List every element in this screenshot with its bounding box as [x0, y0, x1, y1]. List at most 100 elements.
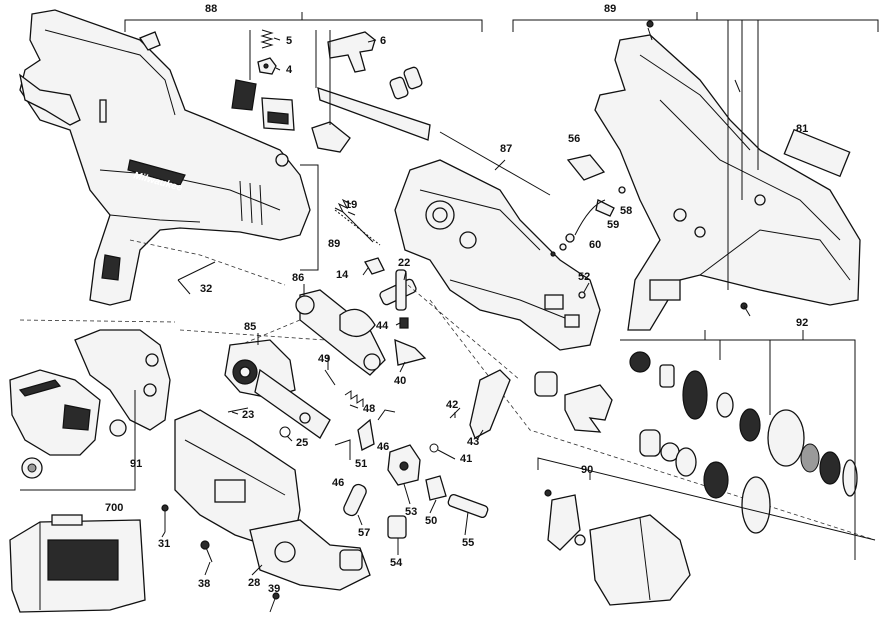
pin-57	[343, 483, 367, 517]
brace-92	[620, 330, 856, 560]
label-4: 4	[286, 64, 293, 76]
carry-case-700	[9, 514, 146, 613]
cap-part	[311, 121, 351, 153]
lever-43	[469, 369, 511, 439]
motor-90	[547, 494, 691, 606]
button-4	[257, 57, 277, 75]
label-89-top: 89	[604, 3, 616, 15]
spring-5	[260, 29, 274, 49]
washer	[275, 153, 289, 167]
shoe-85	[224, 339, 331, 439]
part-labels: 88 89 5 4 6 81 87 56 58 59 60 19 89 14 2…	[105, 3, 808, 595]
lower-gearbox	[174, 409, 371, 591]
label-49: 49	[318, 353, 330, 365]
nut-44	[399, 317, 409, 329]
clip-56	[566, 154, 606, 181]
label-22: 22	[398, 257, 410, 269]
left-housing: Milwaukee	[19, 9, 311, 306]
rollers	[389, 66, 423, 100]
block-53	[387, 444, 421, 486]
label-48: 48	[363, 403, 375, 415]
hex-key-32	[177, 261, 216, 295]
label-32: 32	[200, 283, 212, 295]
label-86: 86	[292, 272, 304, 284]
label-91: 91	[130, 458, 142, 470]
label-57: 57	[358, 527, 370, 539]
pin-14	[364, 257, 385, 275]
brace-89-top	[512, 12, 879, 32]
label-87: 87	[500, 143, 512, 155]
label-92: 92	[796, 317, 808, 329]
brace-90	[537, 457, 876, 541]
spring-25	[279, 426, 291, 438]
label-19: 19	[345, 199, 357, 211]
label-41: 41	[460, 453, 472, 465]
pin-46a	[334, 439, 351, 460]
label-55: 55	[462, 537, 474, 549]
label-51: 51	[355, 458, 367, 470]
bushing-54	[387, 515, 407, 539]
label-81: 81	[796, 123, 808, 135]
ring-41	[429, 443, 439, 453]
screw-58	[618, 186, 626, 194]
guard-disc	[339, 308, 376, 337]
lever-60	[574, 199, 606, 236]
handle-tab	[19, 73, 81, 126]
plate	[317, 87, 431, 141]
brace-87	[439, 131, 551, 196]
side-cover	[9, 369, 101, 456]
label-700: 700	[105, 502, 123, 514]
label-6: 6	[380, 35, 386, 47]
label-60: 60	[589, 239, 601, 251]
part-51	[357, 418, 375, 451]
screw-motor	[544, 489, 552, 497]
label-44: 44	[376, 320, 389, 332]
arm-86	[295, 289, 386, 376]
part-50	[425, 475, 447, 501]
blade-guard	[74, 329, 171, 431]
label-85: 85	[244, 321, 256, 333]
pin-23	[227, 407, 249, 413]
label-39: 39	[268, 583, 280, 595]
label-23: 23	[242, 409, 254, 421]
brace-88	[124, 12, 483, 32]
label-plate-81	[783, 128, 851, 178]
spring-19	[334, 198, 374, 243]
spring-48	[344, 390, 364, 407]
label-38: 38	[198, 578, 210, 590]
label-31: 31	[158, 538, 170, 550]
label-46-left: 46	[332, 477, 344, 489]
label-54: 54	[390, 557, 403, 569]
label-50: 50	[425, 515, 437, 527]
leader-lines	[161, 30, 590, 576]
brace-89-left	[300, 164, 319, 271]
label-43: 43	[467, 436, 479, 448]
label-25: 25	[296, 437, 308, 449]
clip-part	[139, 31, 161, 51]
screw-52	[578, 291, 586, 299]
screw-91	[109, 419, 127, 437]
knob-22	[379, 269, 417, 311]
label-28: 28	[248, 577, 260, 589]
label-14: 14	[336, 269, 349, 281]
brace-91	[20, 390, 136, 491]
switch-block	[231, 79, 295, 131]
label-88: 88	[205, 3, 217, 15]
label-53: 53	[405, 506, 417, 518]
pin-46b	[377, 409, 396, 421]
label-58: 58	[620, 205, 632, 217]
label-40: 40	[394, 375, 406, 387]
pin-55	[447, 493, 489, 519]
label-59: 59	[607, 219, 619, 231]
label-56: 56	[568, 133, 580, 145]
label-5: 5	[286, 35, 292, 47]
clip-40	[394, 338, 427, 366]
label-89-left: 89	[328, 238, 340, 250]
label-90: 90	[581, 464, 593, 476]
label-46-right: 46	[377, 441, 389, 453]
gear-housing-87	[394, 159, 601, 351]
label-52: 52	[578, 271, 590, 283]
pin-49	[324, 369, 336, 386]
